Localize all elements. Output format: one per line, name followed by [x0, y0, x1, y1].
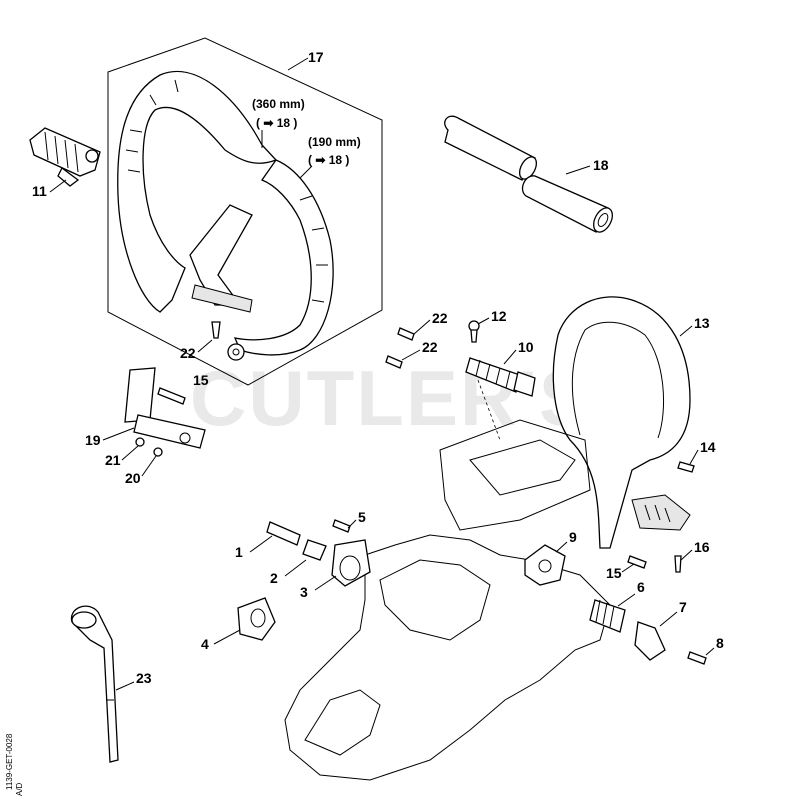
part-11-drawing [29, 127, 101, 187]
callout-3: 3 [300, 584, 308, 600]
callout-19: 19 [85, 432, 101, 448]
note-190-ref: ( ➡ 18 ) [308, 153, 349, 167]
callout-10: 10 [518, 339, 534, 355]
callout-22-lower: 22 [422, 339, 438, 355]
saw-body-outline [284, 419, 611, 781]
length-notes: (360 mm) ( ➡ 18 ) (190 mm) ( ➡ 18 ) [252, 97, 361, 179]
callout-1: 1 [235, 544, 243, 560]
callout-21: 21 [105, 452, 121, 468]
note-360-ref: ( ➡ 18 ) [256, 116, 297, 130]
callout-2: 2 [270, 570, 278, 586]
note-360-mm: (360 mm) [252, 97, 305, 111]
front-handlebar-drawing [117, 70, 334, 361]
parts-1-to-5-drawing [237, 519, 371, 641]
part-19-drawing [124, 367, 206, 457]
part-13-drawing [552, 296, 691, 549]
part-18-drawing [444, 115, 613, 233]
note-190-mm: (190 mm) [308, 135, 361, 149]
callout-12: 12 [491, 308, 507, 324]
doc-code: 1139-GET-0028 A/D [5, 733, 24, 796]
callout-16: 16 [694, 539, 710, 555]
parts-rear-drawing [524, 461, 707, 665]
callout-15-right: 15 [606, 565, 622, 581]
doc-code-text: 1139-GET-0028 [5, 733, 14, 790]
callout-6: 6 [637, 579, 645, 595]
callout-5: 5 [358, 509, 366, 525]
callout-23: 23 [136, 670, 152, 686]
small-screws-drawing [211, 320, 480, 369]
handlebar-group-box [107, 37, 383, 386]
callout-8: 8 [716, 635, 724, 651]
part-23-drawing [70, 605, 119, 763]
part-10-drawing [465, 357, 536, 441]
callout-7: 7 [679, 599, 687, 615]
callout-4: 4 [201, 636, 209, 652]
callout-20: 20 [125, 470, 141, 486]
callout-15-left: 15 [193, 372, 209, 388]
callout-13: 13 [694, 315, 710, 331]
callout-22-upper: 22 [432, 310, 448, 326]
callout-17: 17 [308, 49, 324, 65]
callout-9: 9 [569, 529, 577, 545]
callout-18: 18 [593, 157, 609, 173]
watermark: CUTLER'S [190, 354, 593, 442]
callout-22-left: 22 [180, 345, 196, 361]
callouts: 17 11 18 22 22 12 22 10 13 15 19 21 20 1… [32, 49, 724, 691]
callout-14: 14 [700, 439, 716, 455]
doc-code-small: A/D [15, 782, 24, 796]
callout-11: 11 [32, 183, 47, 199]
